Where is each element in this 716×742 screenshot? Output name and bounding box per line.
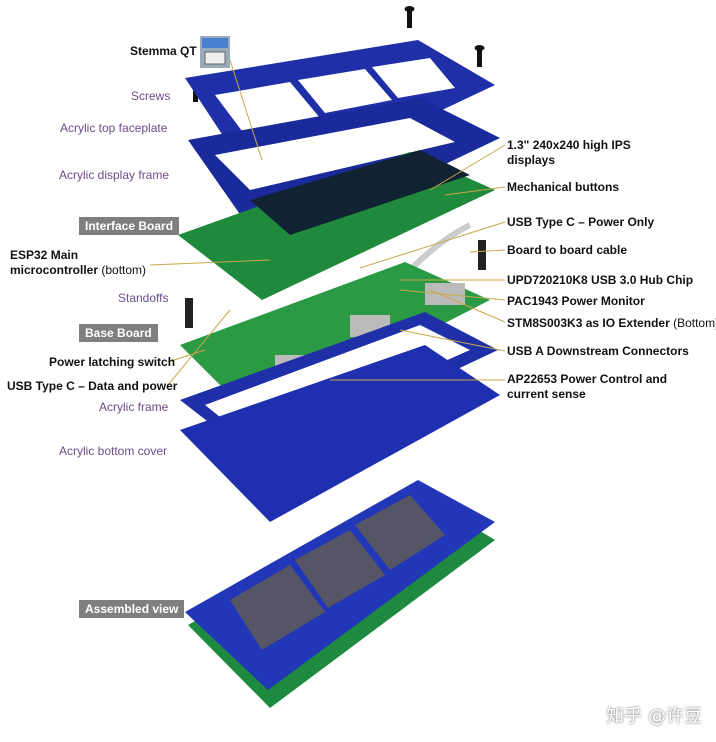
label-usb-a: USB A Downstream Connectors [507, 344, 689, 358]
label-acrylic-frame: Acrylic frame [99, 400, 169, 414]
screw-icon [404, 6, 415, 28]
label-esp32-note: (bottom) [101, 263, 147, 277]
label-displays-line2: displays [507, 153, 556, 167]
label-power-control: AP22653 Power Control and current sense [507, 372, 667, 402]
label-buttons: Mechanical buttons [507, 180, 620, 194]
label-display-frame: Acrylic display frame [59, 168, 170, 182]
label-io-extender-note: (Bottom) [673, 316, 716, 330]
label-power-control-line2: current sense [507, 387, 586, 401]
acrylic-bottom-cover [180, 345, 500, 522]
label-bottom-cover: Acrylic bottom cover [59, 444, 168, 458]
board-to-board-cable [407, 222, 472, 273]
screw-icon [474, 45, 485, 67]
label-io-extender: STM8S003K3 as IO Extender (Bottom) [507, 316, 716, 331]
tag-base-board: Base Board [79, 324, 158, 342]
label-io-extender-text: STM8S003K3 as IO Extender [507, 316, 670, 330]
standoff [185, 298, 193, 328]
label-esp32-line2: microcontroller [10, 263, 99, 277]
label-esp32-line1: ESP32 Main [10, 248, 79, 262]
label-standoffs: Standoffs [118, 291, 169, 305]
label-power-switch: Power latching switch [49, 355, 176, 369]
label-usb-c-data: USB Type C – Data and power [7, 379, 178, 393]
label-cable: Board to board cable [507, 243, 628, 257]
label-power-control-line1: AP22653 Power Control and [507, 372, 668, 386]
label-power-monitor: PAC1943 Power Monitor [507, 294, 645, 308]
label-screws: Screws [131, 89, 171, 103]
label-displays-line1: 1.3" 240x240 high IPS [507, 138, 631, 152]
stemma-qt-connector [200, 36, 230, 68]
label-hub-chip: UPD720210K8 USB 3.0 Hub Chip [507, 273, 694, 287]
label-esp32: ESP32 Main microcontroller (bottom) [10, 248, 146, 278]
standoff [478, 240, 486, 270]
tag-assembled-view: Assembled view [79, 600, 185, 618]
watermark: 知乎 @许豆 [606, 706, 702, 727]
tag-interface-board: Interface Board [79, 217, 180, 235]
label-displays: 1.3" 240x240 high IPS displays [507, 138, 631, 168]
leader-lines [149, 59, 506, 386]
assembled-device [185, 480, 495, 708]
label-stemma-qt: Stemma QT [130, 44, 197, 58]
label-top-faceplate: Acrylic top faceplate [60, 121, 168, 135]
interface-board [178, 150, 495, 300]
label-usb-c-power: USB Type C – Power Only [507, 215, 655, 229]
